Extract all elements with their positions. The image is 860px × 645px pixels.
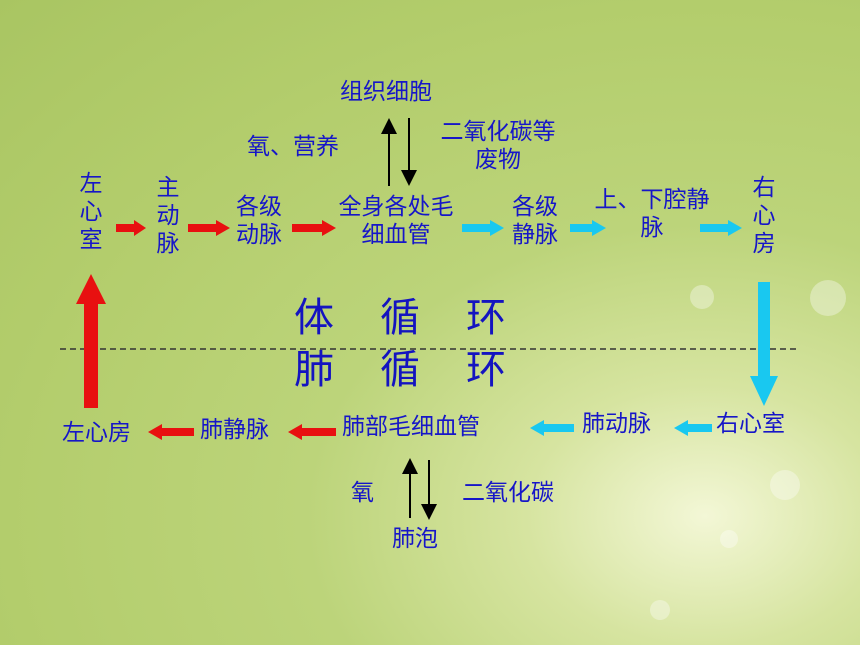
bokeh-light [650, 600, 670, 620]
arrow-left-ventricle-to-aorta [116, 220, 146, 236]
bokeh-light [770, 470, 800, 500]
arrow-veins-to-vena-cava [570, 220, 606, 236]
aorta-label: 主动脉 [156, 175, 180, 258]
bokeh-light [810, 280, 846, 316]
oxygen-nutrients-label: 氧、营养 [247, 134, 339, 160]
pulmonary-title: 肺循环 [294, 347, 552, 393]
pulmonary-artery-label: 肺动脉 [582, 411, 651, 437]
arrow-capillaries-to-veins [462, 220, 504, 236]
arrow-right-ventricle-to-pulmonary-artery [674, 420, 712, 436]
right-ventricle-label: 右心室 [716, 411, 785, 437]
left-atrium-label: 左心房 [62, 420, 131, 446]
veins-label: 各级静脉 [512, 194, 558, 249]
tissue-cells-label: 组织细胞 [340, 79, 432, 105]
arrow-pulmonary-artery-to-lung-capillaries [530, 420, 574, 436]
arrow-lung-capillaries-to-pulmonary-vein [288, 424, 336, 440]
lung-capillaries-label: 肺部毛细血管 [342, 414, 480, 440]
right-atrium-label: 右心房 [752, 175, 776, 258]
bokeh-light [720, 530, 738, 548]
arrow-pulmonary-vein-to-left-atrium [148, 424, 194, 440]
co2-waste-label: 二氧化碳等废物 [440, 119, 556, 174]
arrow-right-atrium-to-right-ventricle [750, 282, 778, 406]
arrow-left-atrium-to-left-ventricle [76, 274, 106, 408]
systemic-title: 体循环 [294, 295, 552, 341]
co2-label: 二氧化碳 [462, 480, 554, 506]
alveoli-label: 肺泡 [392, 526, 438, 552]
arrow-vena-cava-to-right-atrium [700, 220, 742, 236]
arrow-arteries-to-capillaries [292, 220, 336, 236]
left-ventricle-label: 左心室 [79, 171, 103, 254]
vena-cava-label: 上、下腔静脉 [594, 187, 710, 242]
arteries-label: 各级动脉 [236, 194, 282, 249]
pulmonary-vein-label: 肺静脉 [200, 417, 269, 443]
capillaries-label: 全身各处毛细血管 [338, 194, 454, 249]
arrow-aorta-to-arteries [188, 220, 230, 236]
bokeh-light [690, 285, 714, 309]
oxygen-label: 氧 [351, 480, 374, 506]
